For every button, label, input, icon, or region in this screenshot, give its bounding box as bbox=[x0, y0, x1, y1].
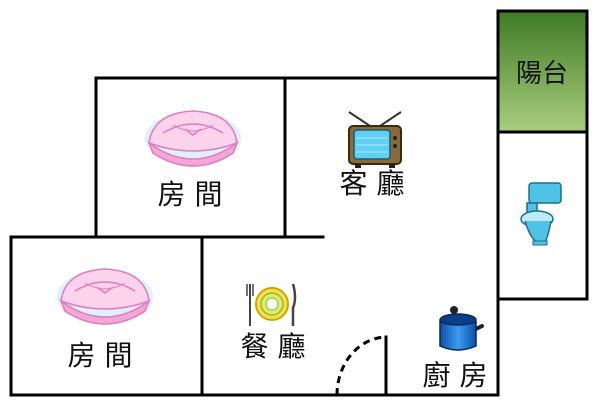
walls bbox=[9, 9, 589, 397]
plate-cutlery-icon bbox=[246, 283, 297, 326]
bedroom-bottom-label: 房 間 bbox=[68, 339, 133, 372]
balcony-label: 陽台 bbox=[516, 59, 568, 89]
door-swing bbox=[335, 335, 387, 396]
tv-icon bbox=[348, 111, 402, 168]
cooking-pot-icon bbox=[439, 306, 484, 351]
dining-room-label: 餐 廳 bbox=[241, 330, 306, 363]
kitchen-label: 廚 房 bbox=[423, 359, 488, 392]
cradle-icon bbox=[145, 110, 241, 167]
bedroom-top-label: 房 間 bbox=[158, 178, 223, 211]
balcony-area bbox=[498, 11, 587, 132]
living-room-label: 客 廳 bbox=[340, 167, 405, 200]
cradle-icon bbox=[57, 268, 153, 325]
toilet-icon bbox=[520, 182, 562, 246]
